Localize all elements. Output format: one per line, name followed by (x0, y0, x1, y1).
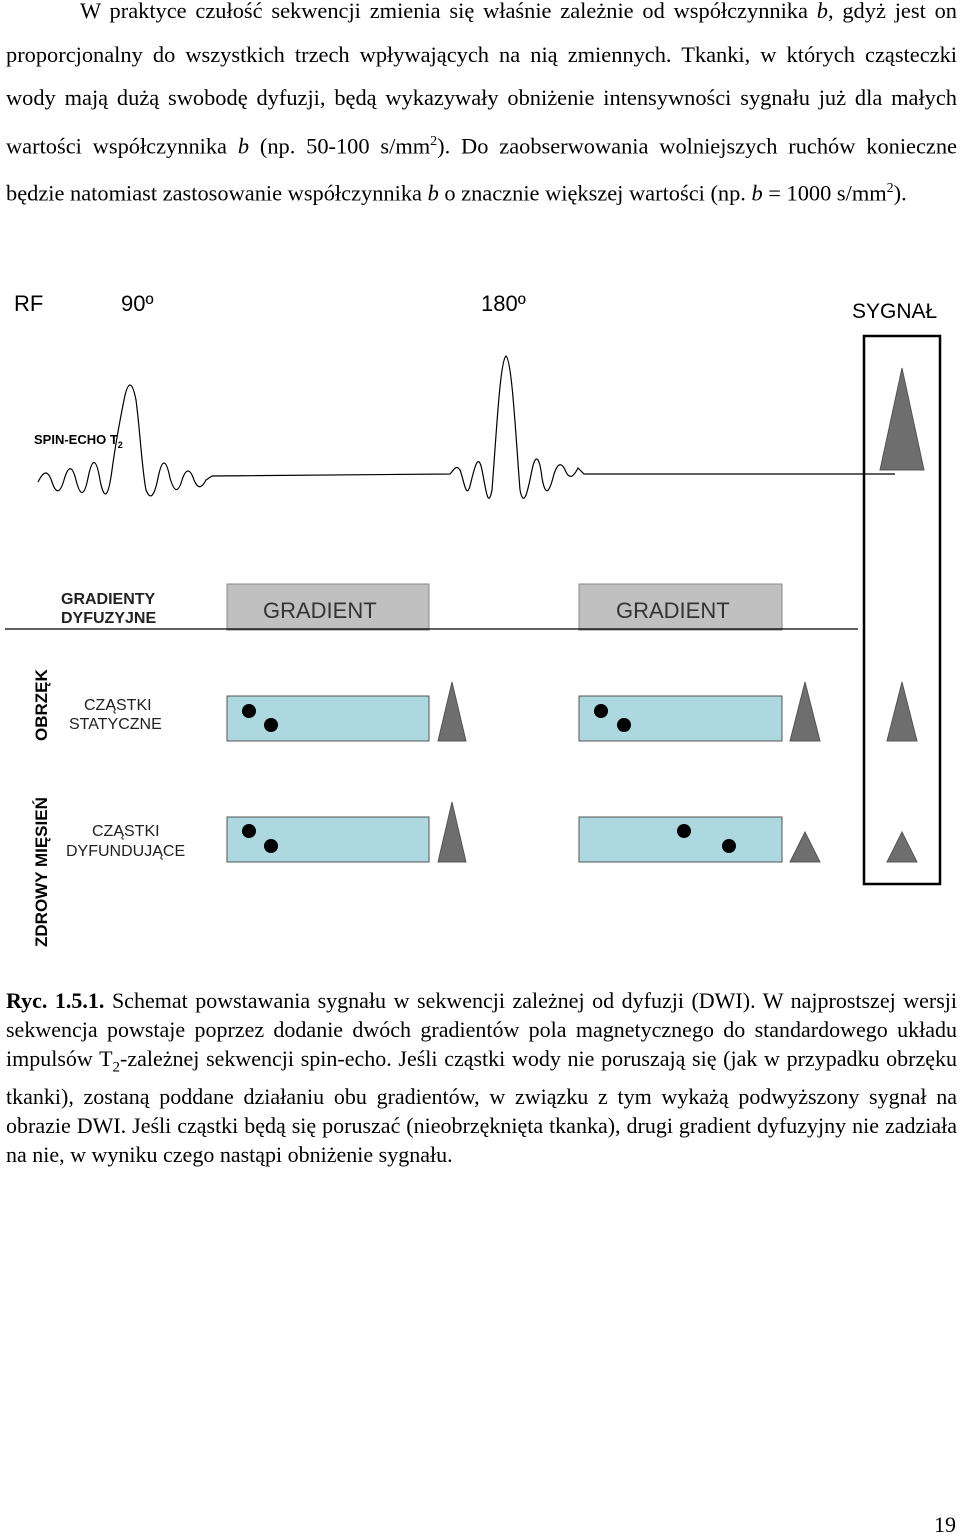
gradient-box-2 (578, 583, 783, 631)
pulse-180-label: 180º (481, 291, 526, 316)
rf-waveform (37, 355, 895, 499)
gradients-label-1: GRADIENTY (61, 591, 156, 608)
particle (242, 824, 256, 838)
spin-echo-label: SPIN-ECHO T2 (34, 432, 123, 450)
body-paragraph: W praktyce czułość sekwencji zmienia się… (6, 0, 957, 206)
static-box-2 (578, 695, 783, 742)
rf-label: RF (14, 291, 43, 316)
gradient-1-label: GRADIENT (263, 598, 377, 623)
diffusing-label-1: CZĄSTKI (92, 823, 160, 840)
signal-rf-triangle (879, 367, 925, 471)
static-signal-triangle-2 (789, 681, 821, 742)
pulse-90-label: 90º (121, 291, 154, 316)
static-output-triangle (886, 681, 918, 742)
gradients-label-2: DYFUZYJNE (61, 610, 156, 627)
diffusing-signal-triangle-2 (789, 830, 821, 863)
static-box-1 (226, 695, 430, 742)
static-label-2: STATYCZNE (69, 716, 162, 733)
particle (594, 704, 608, 718)
static-signal-triangle-1 (437, 681, 467, 742)
particle (264, 718, 278, 732)
figure-caption: Ryc. 1.5.1. Schemat powstawania sygnału … (6, 988, 957, 1168)
diffusing-output-triangle (886, 830, 918, 863)
diffusing-label-2: DYFUNDUJĄCE (66, 843, 185, 860)
particle (242, 704, 256, 718)
dwi-sequence-diagram: RF 90º 180º SYGNAŁ SPIN-ECHO T2 GRADIENT… (5, 291, 942, 947)
diffusing-signal-triangle-1 (437, 801, 467, 863)
edema-label: OBRZĘK (32, 669, 51, 742)
diffusing-box-2 (578, 816, 783, 863)
particle (677, 824, 691, 838)
static-label-1: CZĄSTKI (84, 697, 152, 714)
signal-label: SYGNAŁ (852, 300, 937, 323)
gradient-2-label: GRADIENT (616, 598, 730, 623)
diffusing-box-1 (226, 816, 430, 863)
healthy-muscle-label: ZDROWY MIĘSIEŃ (32, 797, 51, 947)
particle (264, 839, 278, 853)
gradient-box-1 (226, 583, 430, 631)
page-number: 19 (934, 1512, 956, 1537)
signal-frame (862, 334, 942, 886)
particle (617, 718, 631, 732)
particle (722, 839, 736, 853)
